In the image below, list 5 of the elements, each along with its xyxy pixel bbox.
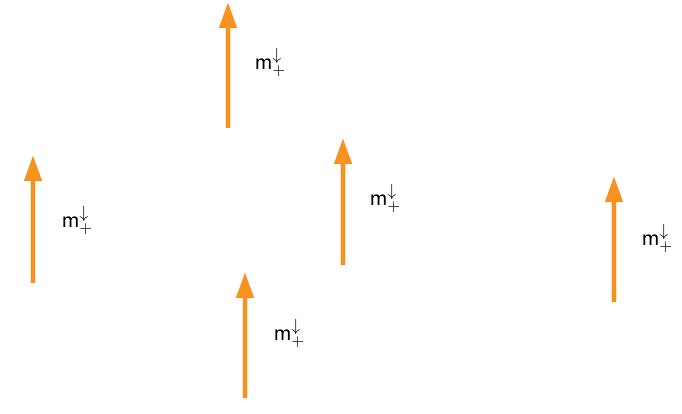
symbol-label: $\mathsf{m}^{\downarrow}_{+}$ (643, 224, 672, 252)
symbol-label: $\mathsf{m}^{\downarrow}_{+}$ (371, 184, 400, 212)
symbol-label: $\mathsf{m}^{\downarrow}_{+}$ (256, 48, 284, 76)
symbol-label: $\mathsf{m}^{\downarrow}_{+}$ (275, 318, 304, 348)
symbol-label: $\mathsf{m}^{\downarrow}_{+}$ (63, 206, 92, 234)
